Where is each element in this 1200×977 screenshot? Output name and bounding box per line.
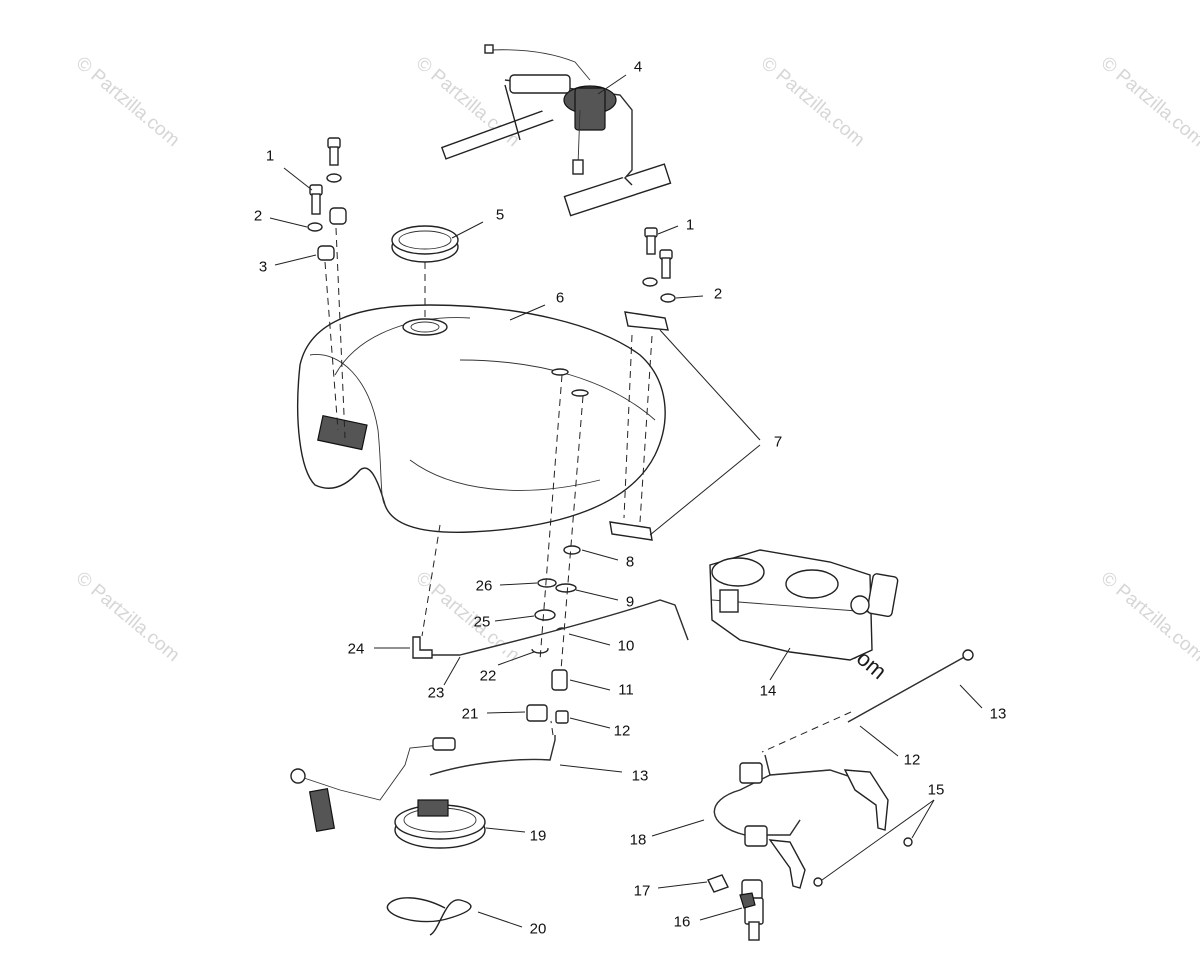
part-11-fitting [551,669,568,691]
callout-14: 14 [760,683,777,700]
callout-13: 13 [632,768,649,785]
callout-12: 12 [904,752,921,769]
callout-23: 23 [428,685,445,702]
watermark-text: © Partzilla.com [757,53,869,151]
callout-19: 19 [530,828,547,845]
callout-26: 26 [476,578,493,595]
part-16-fuel-injector [739,879,764,941]
part-18-fuel-rail [713,754,889,889]
callout-2: 2 [254,208,262,225]
part-6-fuel-tank [297,304,666,533]
callout-9: 9 [626,594,634,611]
part-14-throttle-body [709,549,899,661]
part-15-screw [813,837,913,887]
part-12-fitting [555,710,569,724]
part-2-washer-right [642,277,676,303]
callout-16: 16 [674,914,691,931]
part-5-fuel-cap [391,225,459,263]
part-24-elbow-fitting [412,636,433,659]
callout-4: 4 [634,59,642,76]
callout-1: 1 [686,217,694,234]
part-8-washer [563,545,581,555]
callout-6: 6 [556,290,564,307]
callout-7: 7 [774,434,782,451]
watermark-text: © Partzilla.com [1097,568,1200,666]
part-7-bracket [609,311,669,541]
callout-15: 15 [928,782,945,799]
callout-25: 25 [474,614,491,631]
part-25-washer [534,609,556,621]
callout-1: 1 [266,148,274,165]
callout-3: 3 [259,259,267,276]
part-17-clip [707,874,729,893]
callout-labels: 1 2 3 4 5 1 6 2 7 8 26 9 25 10 24 22 23 … [254,59,1007,938]
part-4-fuel-pump-bracket [440,44,672,217]
part-26-washer [537,578,557,588]
leader-lines [269,74,983,928]
callout-12: 12 [614,723,631,740]
callout-21: 21 [462,706,479,723]
part-1-bolt-right [644,227,673,279]
callout-18: 18 [630,832,647,849]
dashed-alignment-lines [324,227,852,753]
part-2-washer-left [307,173,342,232]
part-13-fuel-hose [429,735,556,776]
callout-5: 5 [496,207,504,224]
callout-11: 11 [618,682,634,699]
part-20-retaining-ring [386,897,472,936]
part-21-nut [526,704,548,722]
callout-10: 10 [618,638,635,655]
callout-24: 24 [348,641,365,658]
callout-20: 20 [530,921,547,938]
watermark-text: © Partzilla.com [72,568,184,666]
callout-8: 8 [626,554,634,571]
callout-2: 2 [714,286,722,303]
part-13-fuel-line-right [847,649,974,723]
part-1-bolt-left [309,137,341,215]
part-19-fuel-sender [290,737,486,849]
watermark-text: © Partzilla.com [1097,53,1200,151]
callout-22: 22 [480,668,497,685]
part-3-grommet [317,207,347,261]
callout-13: 13 [990,706,1007,723]
part-9-washer [555,583,577,593]
watermark-text: © Partzilla.com [72,53,184,151]
callout-17: 17 [634,883,651,900]
part-23-vent-line [430,599,689,656]
